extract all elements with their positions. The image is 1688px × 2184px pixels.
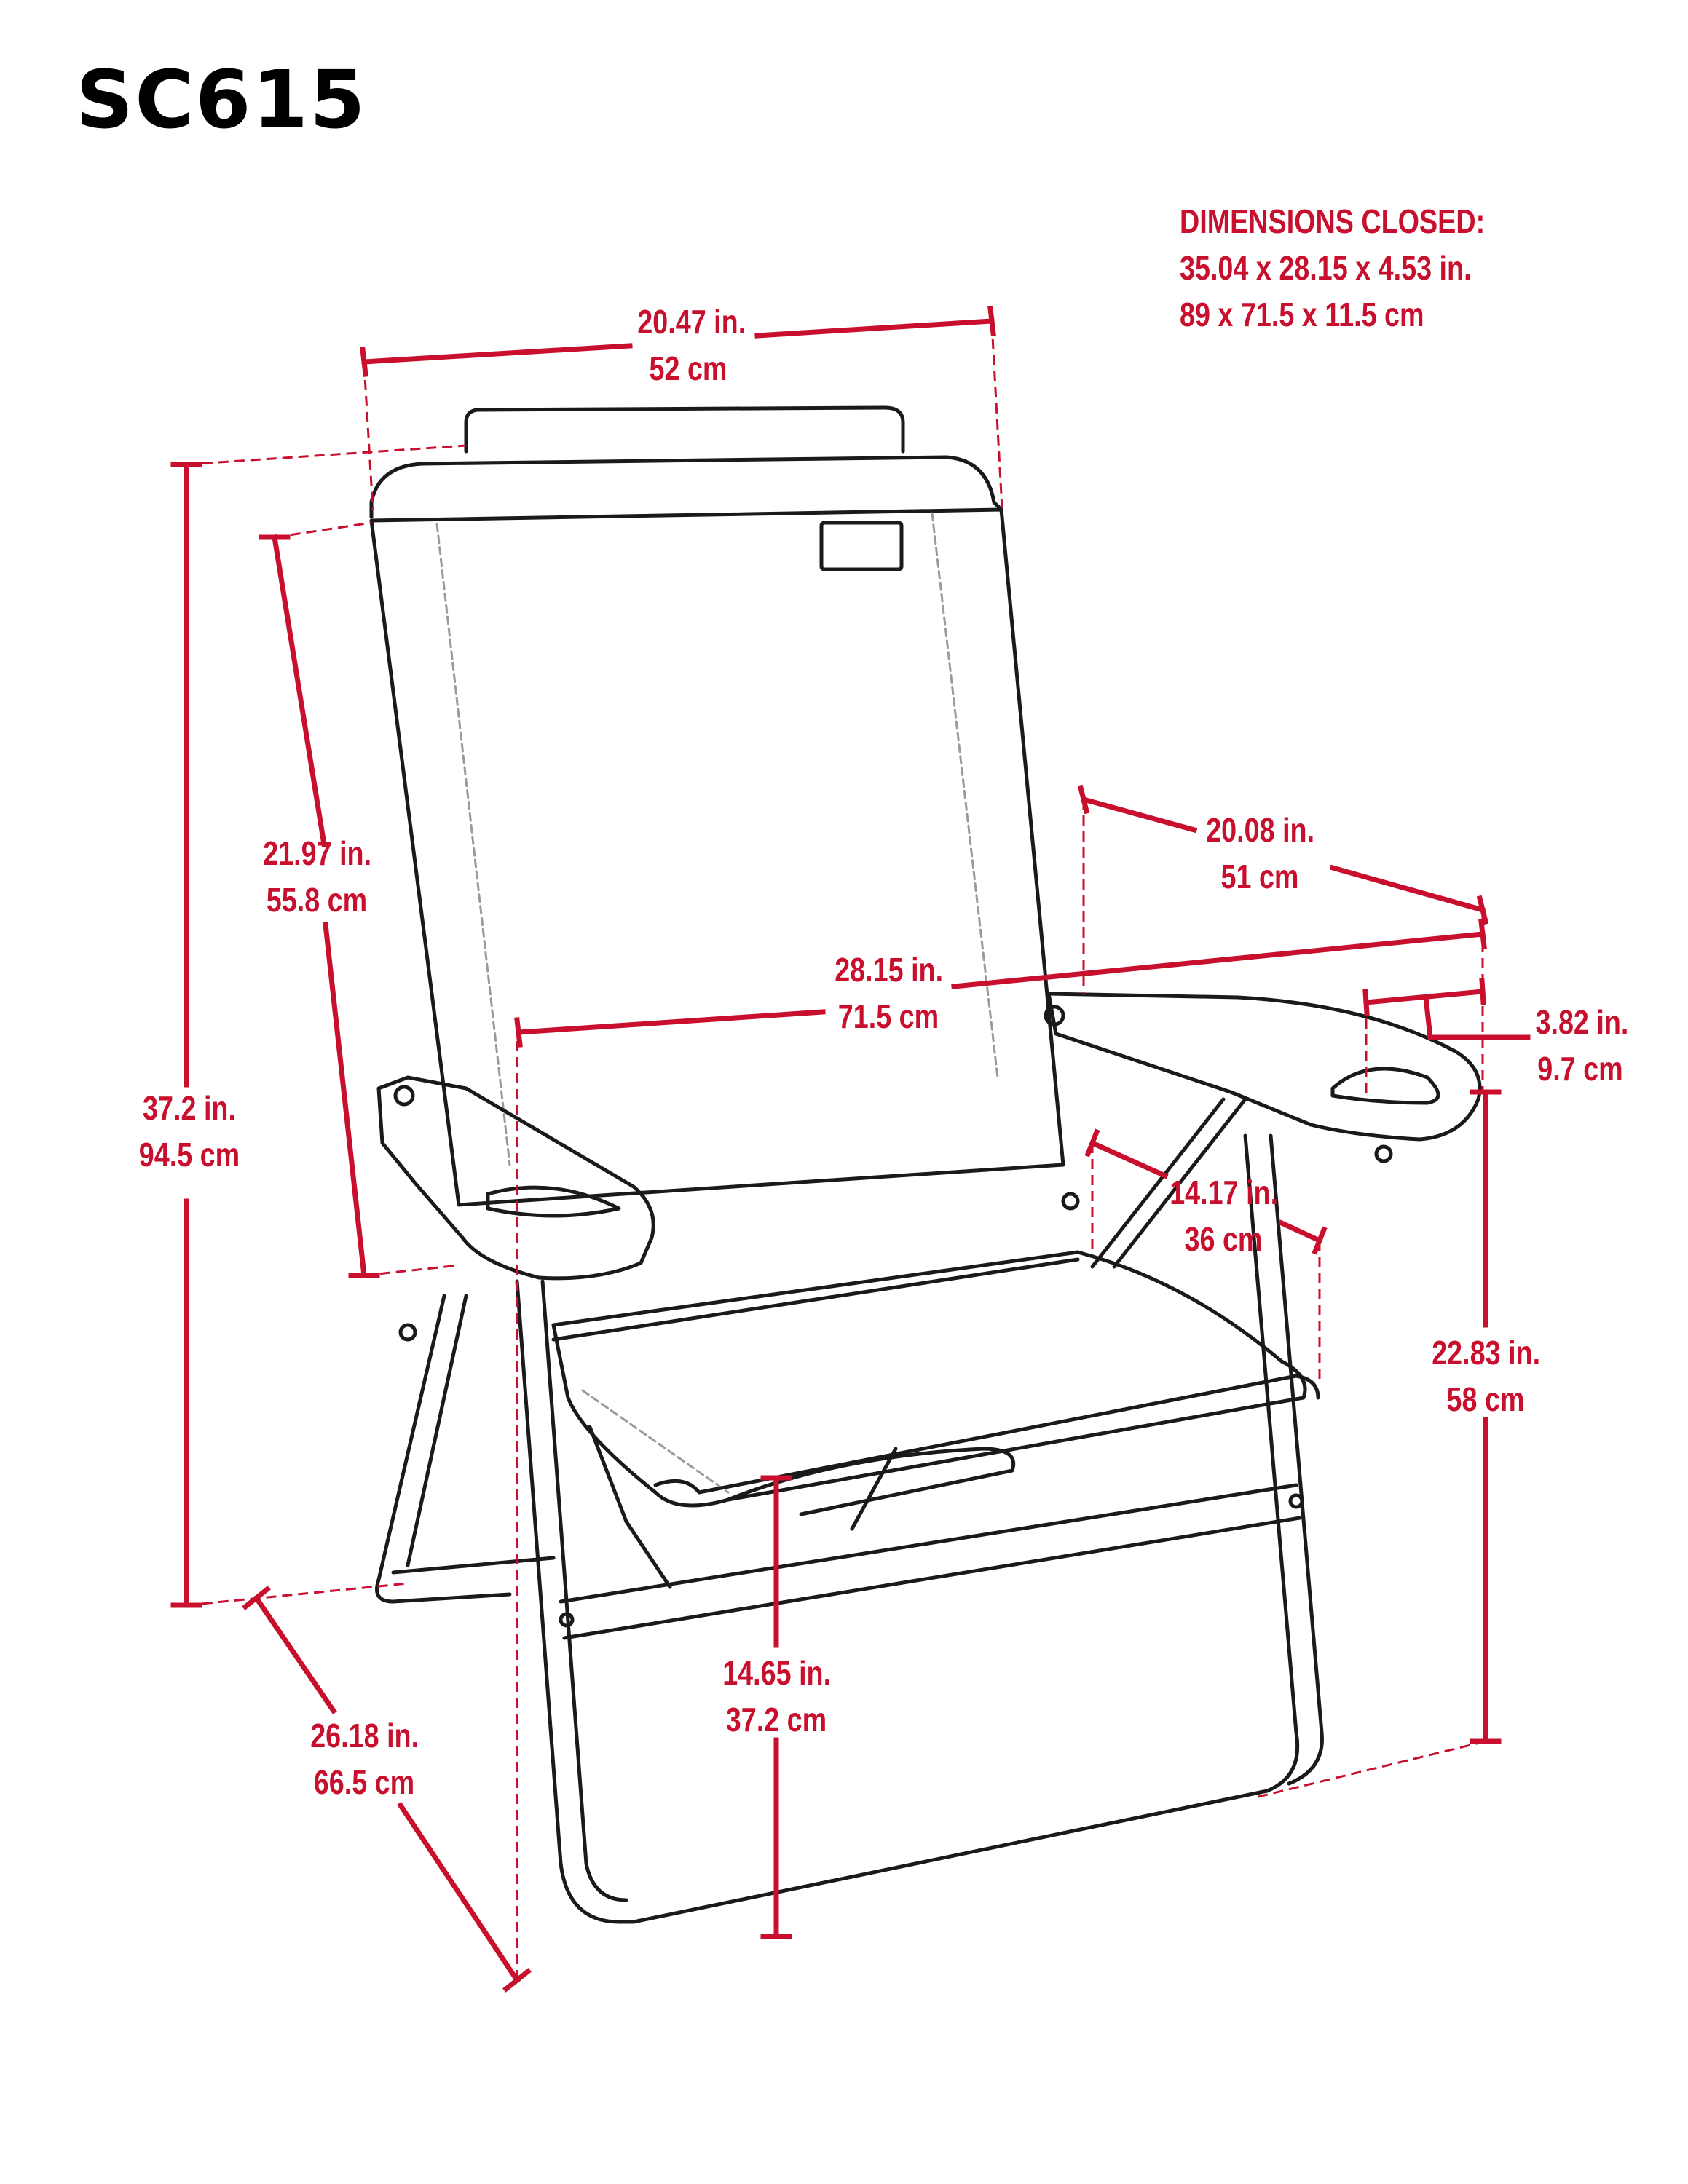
- dim-depth-line-b: [397, 1802, 521, 1984]
- chair-line-art: [369, 405, 1482, 1924]
- dim-seat-depth-line-a: [1089, 1139, 1169, 1179]
- extension-lines: [186, 323, 1486, 1980]
- front-right-leg-inner: [1269, 1133, 1324, 1786]
- dim-seat-height-cm: 37.2 cm: [725, 1701, 827, 1738]
- dim-depth-inches: 26.18 in.: [310, 1717, 419, 1754]
- dim-cupholder-label: 3.82 in. 9.7 cm: [1535, 999, 1629, 1092]
- pivot-right: [1061, 1192, 1080, 1211]
- hinge-left: [393, 1085, 415, 1107]
- logo-patch: [819, 521, 904, 571]
- backrest-stitch-left: [435, 523, 511, 1166]
- dimension-lines: [170, 306, 1531, 1993]
- front-crossbar-lower: [562, 1516, 1302, 1640]
- rear-left-leg-inner: [406, 1294, 468, 1567]
- dim-seat-depth-inches: 14.17 in.: [1170, 1174, 1279, 1211]
- dim-back-width-label: 20.47 in. 52 cm: [637, 298, 746, 392]
- dim-back-width-line-b: [754, 318, 995, 339]
- right-armrest: [1046, 992, 1482, 1142]
- dim-depth-label: 26.18 in. 66.5 cm: [310, 1712, 419, 1805]
- seat-front-roll: [653, 1374, 1320, 1495]
- front-left-leg-inner: [540, 1279, 628, 1902]
- model-title: SC615: [76, 53, 367, 146]
- ext-back-width-left: [363, 363, 374, 510]
- ext-total-height-top: [186, 444, 467, 466]
- ext-total-height-bottom: [186, 1582, 409, 1607]
- dim-arm-height-inches: 22.83 in.: [1432, 1334, 1541, 1372]
- crossbar-rivet-left: [559, 1612, 575, 1628]
- armrest-peg: [1374, 1144, 1393, 1163]
- dim-depth-line-a: [253, 1594, 337, 1714]
- closed-dimensions: DIMENSIONS CLOSED: 35.04 x 28.15 x 4.53 …: [1180, 198, 1485, 338]
- rear-crossbar: [391, 1556, 556, 1575]
- dim-cupholder-cm: 9.7 cm: [1537, 1050, 1623, 1088]
- dim-arm-height-label: 22.83 in. 58 cm: [1432, 1329, 1541, 1423]
- dim-back-height-cm: 55.8 cm: [266, 881, 368, 919]
- dim-total-width-inches: 28.15 in.: [835, 951, 944, 989]
- dim-back-height-label: 21.97 in. 55.8 cm: [263, 830, 371, 923]
- seat-stitch: [581, 1389, 730, 1494]
- ext-arm-height-base: [1252, 1740, 1486, 1800]
- dim-total-width-line-a: [516, 1009, 826, 1035]
- dim-total-height-label: 37.2 in. 94.5 cm: [135, 1085, 243, 1178]
- strap-right: [850, 1447, 898, 1531]
- rear-right-brace-inner: [1112, 1097, 1247, 1269]
- carry-handle: [726, 1447, 1015, 1516]
- crossbar-rivet-right: [1288, 1493, 1304, 1509]
- dim-seat-depth-line-b: [1278, 1219, 1323, 1244]
- left-armrest: [376, 1075, 655, 1281]
- dim-arm-length-line-a: [1080, 796, 1198, 834]
- dim-total-width-tick-a: [514, 1017, 523, 1048]
- dim-back-height-line-b: [323, 922, 367, 1278]
- dim-total-height-cm: 94.5 cm: [138, 1136, 240, 1174]
- dim-arm-height-cm: 58 cm: [1446, 1380, 1525, 1418]
- headrest-pad: [464, 405, 905, 454]
- dim-arm-length-label: 20.08 in. 51 cm: [1206, 807, 1314, 900]
- dim-total-height-inches: 37.2 in.: [143, 1089, 236, 1127]
- dim-total-width-line-b: [951, 931, 1486, 989]
- dim-back-height-line-a: [271, 534, 328, 848]
- dim-seat-depth-cm: 36 cm: [1184, 1220, 1263, 1258]
- ext-back-height-top: [274, 521, 372, 539]
- seat-fabric: [551, 1250, 1307, 1508]
- seat-front-bar: [551, 1257, 1080, 1342]
- dim-back-width-line-a: [361, 343, 633, 365]
- backrest-fabric: [369, 507, 1065, 1207]
- dim-cupholder-inches: 3.82 in.: [1535, 1003, 1629, 1041]
- dim-back-width-cm: 52 cm: [649, 349, 727, 387]
- dim-arm-length-cm: 51 cm: [1220, 858, 1299, 895]
- dim-cupholder-leader: [1423, 994, 1531, 1040]
- front-crossbar: [559, 1483, 1298, 1604]
- rear-left-leg: [375, 1294, 512, 1604]
- dim-seat-height-inches: 14.65 in.: [722, 1654, 832, 1692]
- closed-dimensions-imperial: 35.04 x 28.15 x 4.53 in.: [1180, 249, 1472, 287]
- dim-depth-cm: 66.5 cm: [313, 1763, 415, 1801]
- front-left-leg: [515, 1279, 636, 1924]
- front-right-leg: [631, 1133, 1300, 1924]
- right-armrest-cupholder: [1330, 1067, 1440, 1105]
- closed-dimensions-heading: DIMENSIONS CLOSED:: [1180, 202, 1486, 240]
- closed-dimensions-metric: 89 x 71.5 x 11.5 cm: [1180, 296, 1424, 333]
- ext-back-width-right: [990, 323, 1003, 509]
- hinge-right: [1044, 1005, 1065, 1026]
- dim-arm-length-line-b: [1329, 864, 1486, 914]
- pivot-left: [398, 1323, 417, 1342]
- dim-back-width-inches: 20.47 in.: [637, 303, 746, 341]
- dim-seat-depth-label: 14.17 in. 36 cm: [1170, 1169, 1279, 1262]
- left-armrest-cupholder: [486, 1185, 621, 1218]
- dim-total-width-label: 28.15 in. 71.5 cm: [835, 946, 944, 1040]
- dim-total-width-cm: 71.5 cm: [837, 997, 939, 1035]
- dim-arm-length-inches: 20.08 in.: [1206, 811, 1315, 849]
- dim-back-height-inches: 21.97 in.: [263, 834, 372, 872]
- back-frame: [369, 455, 1003, 519]
- strap-left: [588, 1425, 672, 1589]
- dim-seat-height-label: 14.65 in. 37.2 cm: [722, 1650, 832, 1743]
- rear-right-brace: [1090, 1097, 1226, 1269]
